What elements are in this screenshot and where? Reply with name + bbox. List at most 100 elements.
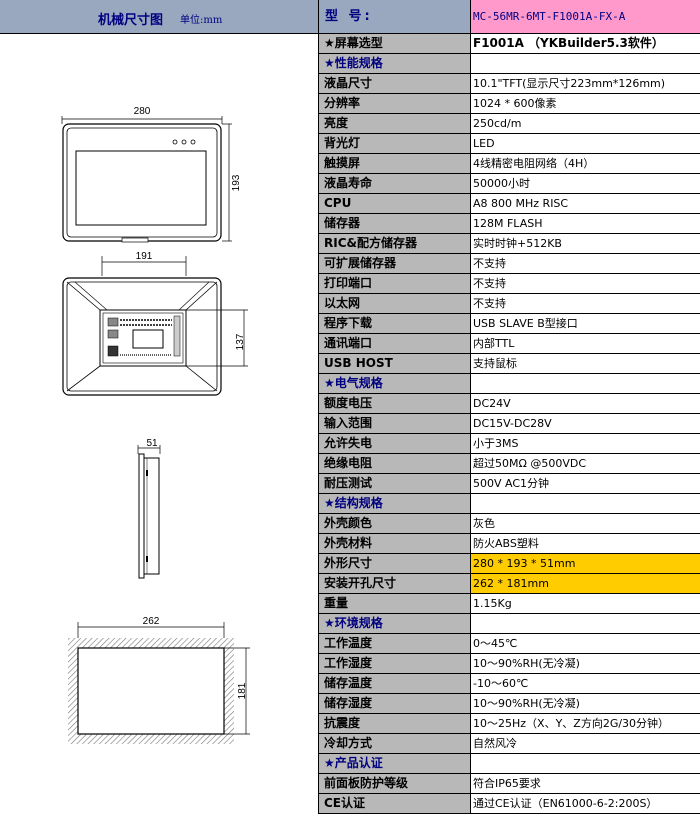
spec-value <box>471 494 700 514</box>
spec-label: 触摸屏 <box>319 154 471 174</box>
spec-value: 10～90%RH(无冷凝) <box>471 694 700 714</box>
spec-value: DC24V <box>471 394 700 414</box>
spec-value: 不支持 <box>471 274 700 294</box>
spec-row: 绝缘电阻超过50MΩ @500VDC <box>319 454 700 474</box>
spec-value: 500V AC1分钟 <box>471 474 700 494</box>
section-header-row: ★产品认证 <box>319 754 700 774</box>
back-view: 191 <box>62 251 248 396</box>
spec-label: 工作湿度 <box>319 654 471 674</box>
spec-label: 液晶尺寸 <box>319 74 471 94</box>
drawing-title: 机械尺寸图 <box>98 13 164 28</box>
spec-label: 储存温度 <box>319 674 471 694</box>
spec-value: 10.1"TFT(显示尺寸223mm*126mm) <box>471 74 700 94</box>
spec-value: 内部TTL <box>471 334 700 354</box>
spec-value: 250cd/m <box>471 114 700 134</box>
spec-value: A8 800 MHz RISC <box>471 194 700 214</box>
spec-label: 抗震度 <box>319 714 471 734</box>
spec-label: 外壳材料 <box>319 534 471 554</box>
section-title: ★产品认证 <box>319 754 471 774</box>
spec-value: 符合IP65要求 <box>471 774 700 794</box>
mechanical-drawings: 280 193 191 <box>0 34 318 814</box>
spec-value <box>471 614 700 634</box>
spec-value: 超过50MΩ @500VDC <box>471 454 700 474</box>
spec-label: 输入范围 <box>319 414 471 434</box>
spec-label: 亮度 <box>319 114 471 134</box>
spec-value: F1001A （YKBuilder5.3软件） <box>471 34 700 54</box>
spec-label: 耐压测试 <box>319 474 471 494</box>
section-title: ★电气规格 <box>319 374 471 394</box>
spec-label: CE认证 <box>319 794 471 814</box>
cutout-view: 262 181 <box>68 616 250 744</box>
spec-label: USB HOST <box>319 354 471 374</box>
cutout-height-dim: 181 <box>237 682 248 699</box>
spec-label: CPU <box>319 194 471 214</box>
spec-row: 可扩展储存器不支持 <box>319 254 700 274</box>
front-width-dim: 280 <box>134 106 151 117</box>
spec-label: 储存湿度 <box>319 694 471 714</box>
spec-row: 储存温度-10～60℃ <box>319 674 700 694</box>
section-title: ★性能规格 <box>319 54 471 74</box>
spec-label: 绝缘电阻 <box>319 454 471 474</box>
spec-label: RIC&配方储存器 <box>319 234 471 254</box>
spec-row: CE认证通过CE认证（EN61000-6-2:200S） <box>319 794 700 814</box>
spec-label: 液晶寿命 <box>319 174 471 194</box>
spec-value: 不支持 <box>471 254 700 274</box>
model-label: 型 号: <box>319 0 471 34</box>
spec-label: 重量 <box>319 594 471 614</box>
spec-value: 10～25Hz（X、Y、Z方向2G/30分钟） <box>471 714 700 734</box>
side-view: 51 <box>137 438 161 579</box>
spec-row: 通讯端口内部TTL <box>319 334 700 354</box>
spec-row: 以太网不支持 <box>319 294 700 314</box>
spec-value: 灰色 <box>471 514 700 534</box>
spec-row: 前面板防护等级符合IP65要求 <box>319 774 700 794</box>
spec-label: 背光灯 <box>319 134 471 154</box>
spec-value: 262 * 181mm <box>471 574 700 594</box>
model-value: MC-56MR-6MT-F1001A-FX-A <box>471 0 700 34</box>
spec-label: 工作温度 <box>319 634 471 654</box>
spec-value: LED <box>471 134 700 154</box>
spec-label: 外形尺寸 <box>319 554 471 574</box>
section-title: ★结构规格 <box>319 494 471 514</box>
drawing-unit: 单位:mm <box>180 15 223 26</box>
spec-value: USB SLAVE B型接口 <box>471 314 700 334</box>
spec-value: 支持鼠标 <box>471 354 700 374</box>
spec-row: 外壳颜色灰色 <box>319 514 700 534</box>
spec-value: 50000小时 <box>471 174 700 194</box>
spec-label: 允许失电 <box>319 434 471 454</box>
section-header-row: ★电气规格 <box>319 374 700 394</box>
back-width-dim: 191 <box>136 251 153 262</box>
spec-row: 外壳材料防火ABS塑料 <box>319 534 700 554</box>
model-row: 型 号: MC-56MR-6MT-F1001A-FX-A <box>319 0 700 34</box>
section-title: ★环境规格 <box>319 614 471 634</box>
spec-value: 4线精密电阻网络（4H） <box>471 154 700 174</box>
drawing-header: 机械尺寸图 单位:mm <box>0 0 318 34</box>
spec-label: 储存器 <box>319 214 471 234</box>
spec-label: 冷却方式 <box>319 734 471 754</box>
spec-label: 分辨率 <box>319 94 471 114</box>
spec-label: 可扩展储存器 <box>319 254 471 274</box>
spec-value: 280 * 193 * 51mm <box>471 554 700 574</box>
spec-label: 程序下载 <box>319 314 471 334</box>
spec-value: 实时时钟+512KB <box>471 234 700 254</box>
spec-label: 以太网 <box>319 294 471 314</box>
spec-value <box>471 54 700 74</box>
